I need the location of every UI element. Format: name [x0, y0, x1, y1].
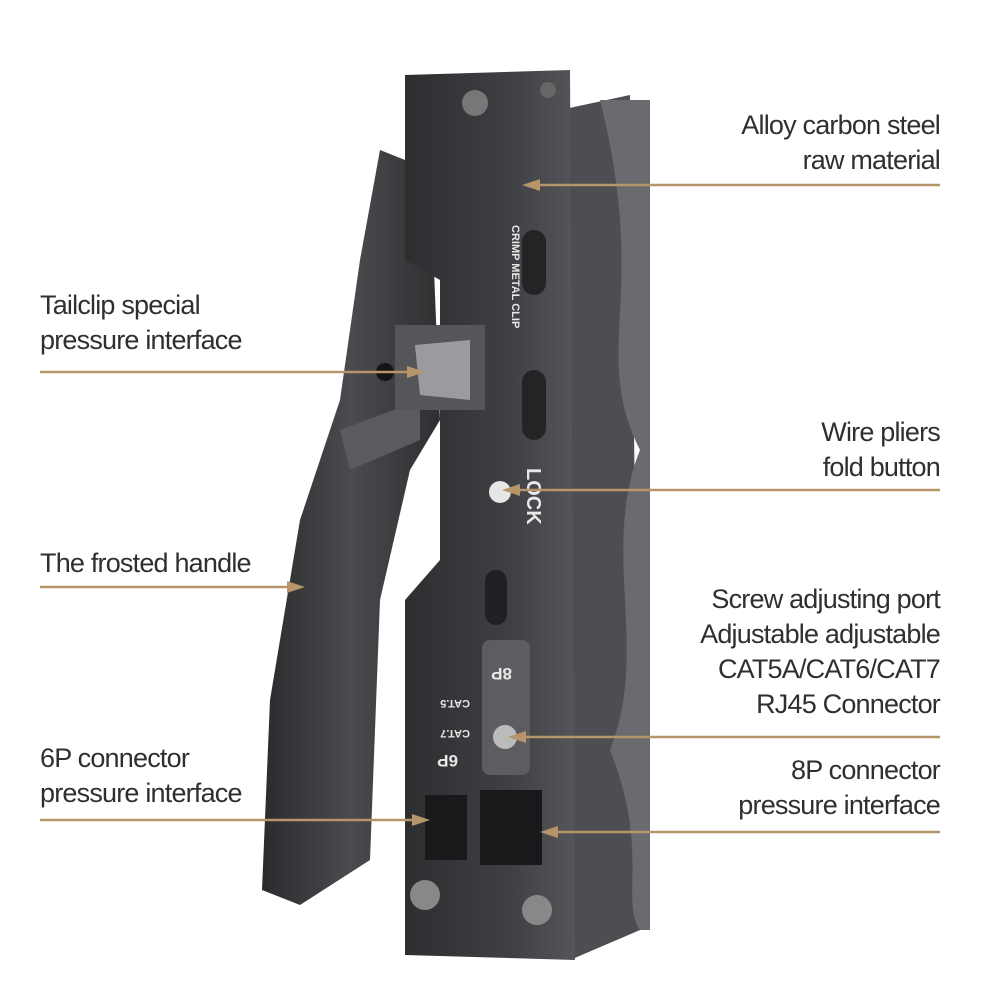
callout-line: Alloy carbon steel — [741, 110, 941, 140]
callout-line: Wire pliers — [821, 417, 941, 447]
8p-port — [480, 790, 542, 865]
callout-line: pressure interface — [738, 790, 941, 820]
top-screw — [462, 90, 488, 116]
callout-line: Tailclip special — [40, 290, 201, 320]
callout-material: Alloy carbon steel raw material — [741, 108, 941, 178]
callout-line: Adjustable adjustable — [700, 619, 941, 649]
callout-line: Screw adjusting port — [711, 584, 940, 614]
cat7-engraving: CAT.7 — [440, 727, 470, 739]
6p-engraving: 6P — [437, 751, 458, 770]
callout-line: pressure interface — [40, 325, 243, 355]
callout-line: RJ45 Connector — [756, 689, 941, 719]
cat5-engraving: CAT.5 — [440, 697, 470, 709]
lock-engraving: LOCK — [522, 468, 544, 525]
adjust-plate — [482, 640, 530, 775]
8p-engraving: 8P — [491, 664, 512, 683]
callout-line: 6P connector — [40, 743, 190, 773]
bottom-screw-right — [522, 895, 552, 925]
callout-line: fold button — [822, 452, 941, 482]
adjust-screw — [493, 725, 517, 749]
callout-handle: The frosted handle — [40, 546, 252, 581]
callout-tailclip: Tailclip special pressure interface — [40, 288, 243, 358]
callout-line: raw material — [802, 145, 941, 175]
callout-screw-port: Screw adjusting port Adjustable adjustab… — [700, 582, 941, 722]
crimp-engraving: CRIMP METAL CLIP — [509, 225, 521, 328]
callout-line: The frosted handle — [40, 548, 252, 578]
callout-line: 8P connector — [790, 755, 941, 785]
callout-6p: 6P connector pressure interface — [40, 741, 243, 811]
callout-fold-button: Wire pliers fold button — [821, 415, 941, 485]
callout-line: pressure interface — [40, 778, 243, 808]
callout-line: CAT5A/CAT6/CAT7 — [717, 654, 941, 684]
6p-port — [425, 795, 467, 860]
fold-button — [489, 481, 511, 503]
bottom-screw-left — [410, 880, 440, 910]
callout-8p: 8P connector pressure interface — [738, 753, 941, 823]
